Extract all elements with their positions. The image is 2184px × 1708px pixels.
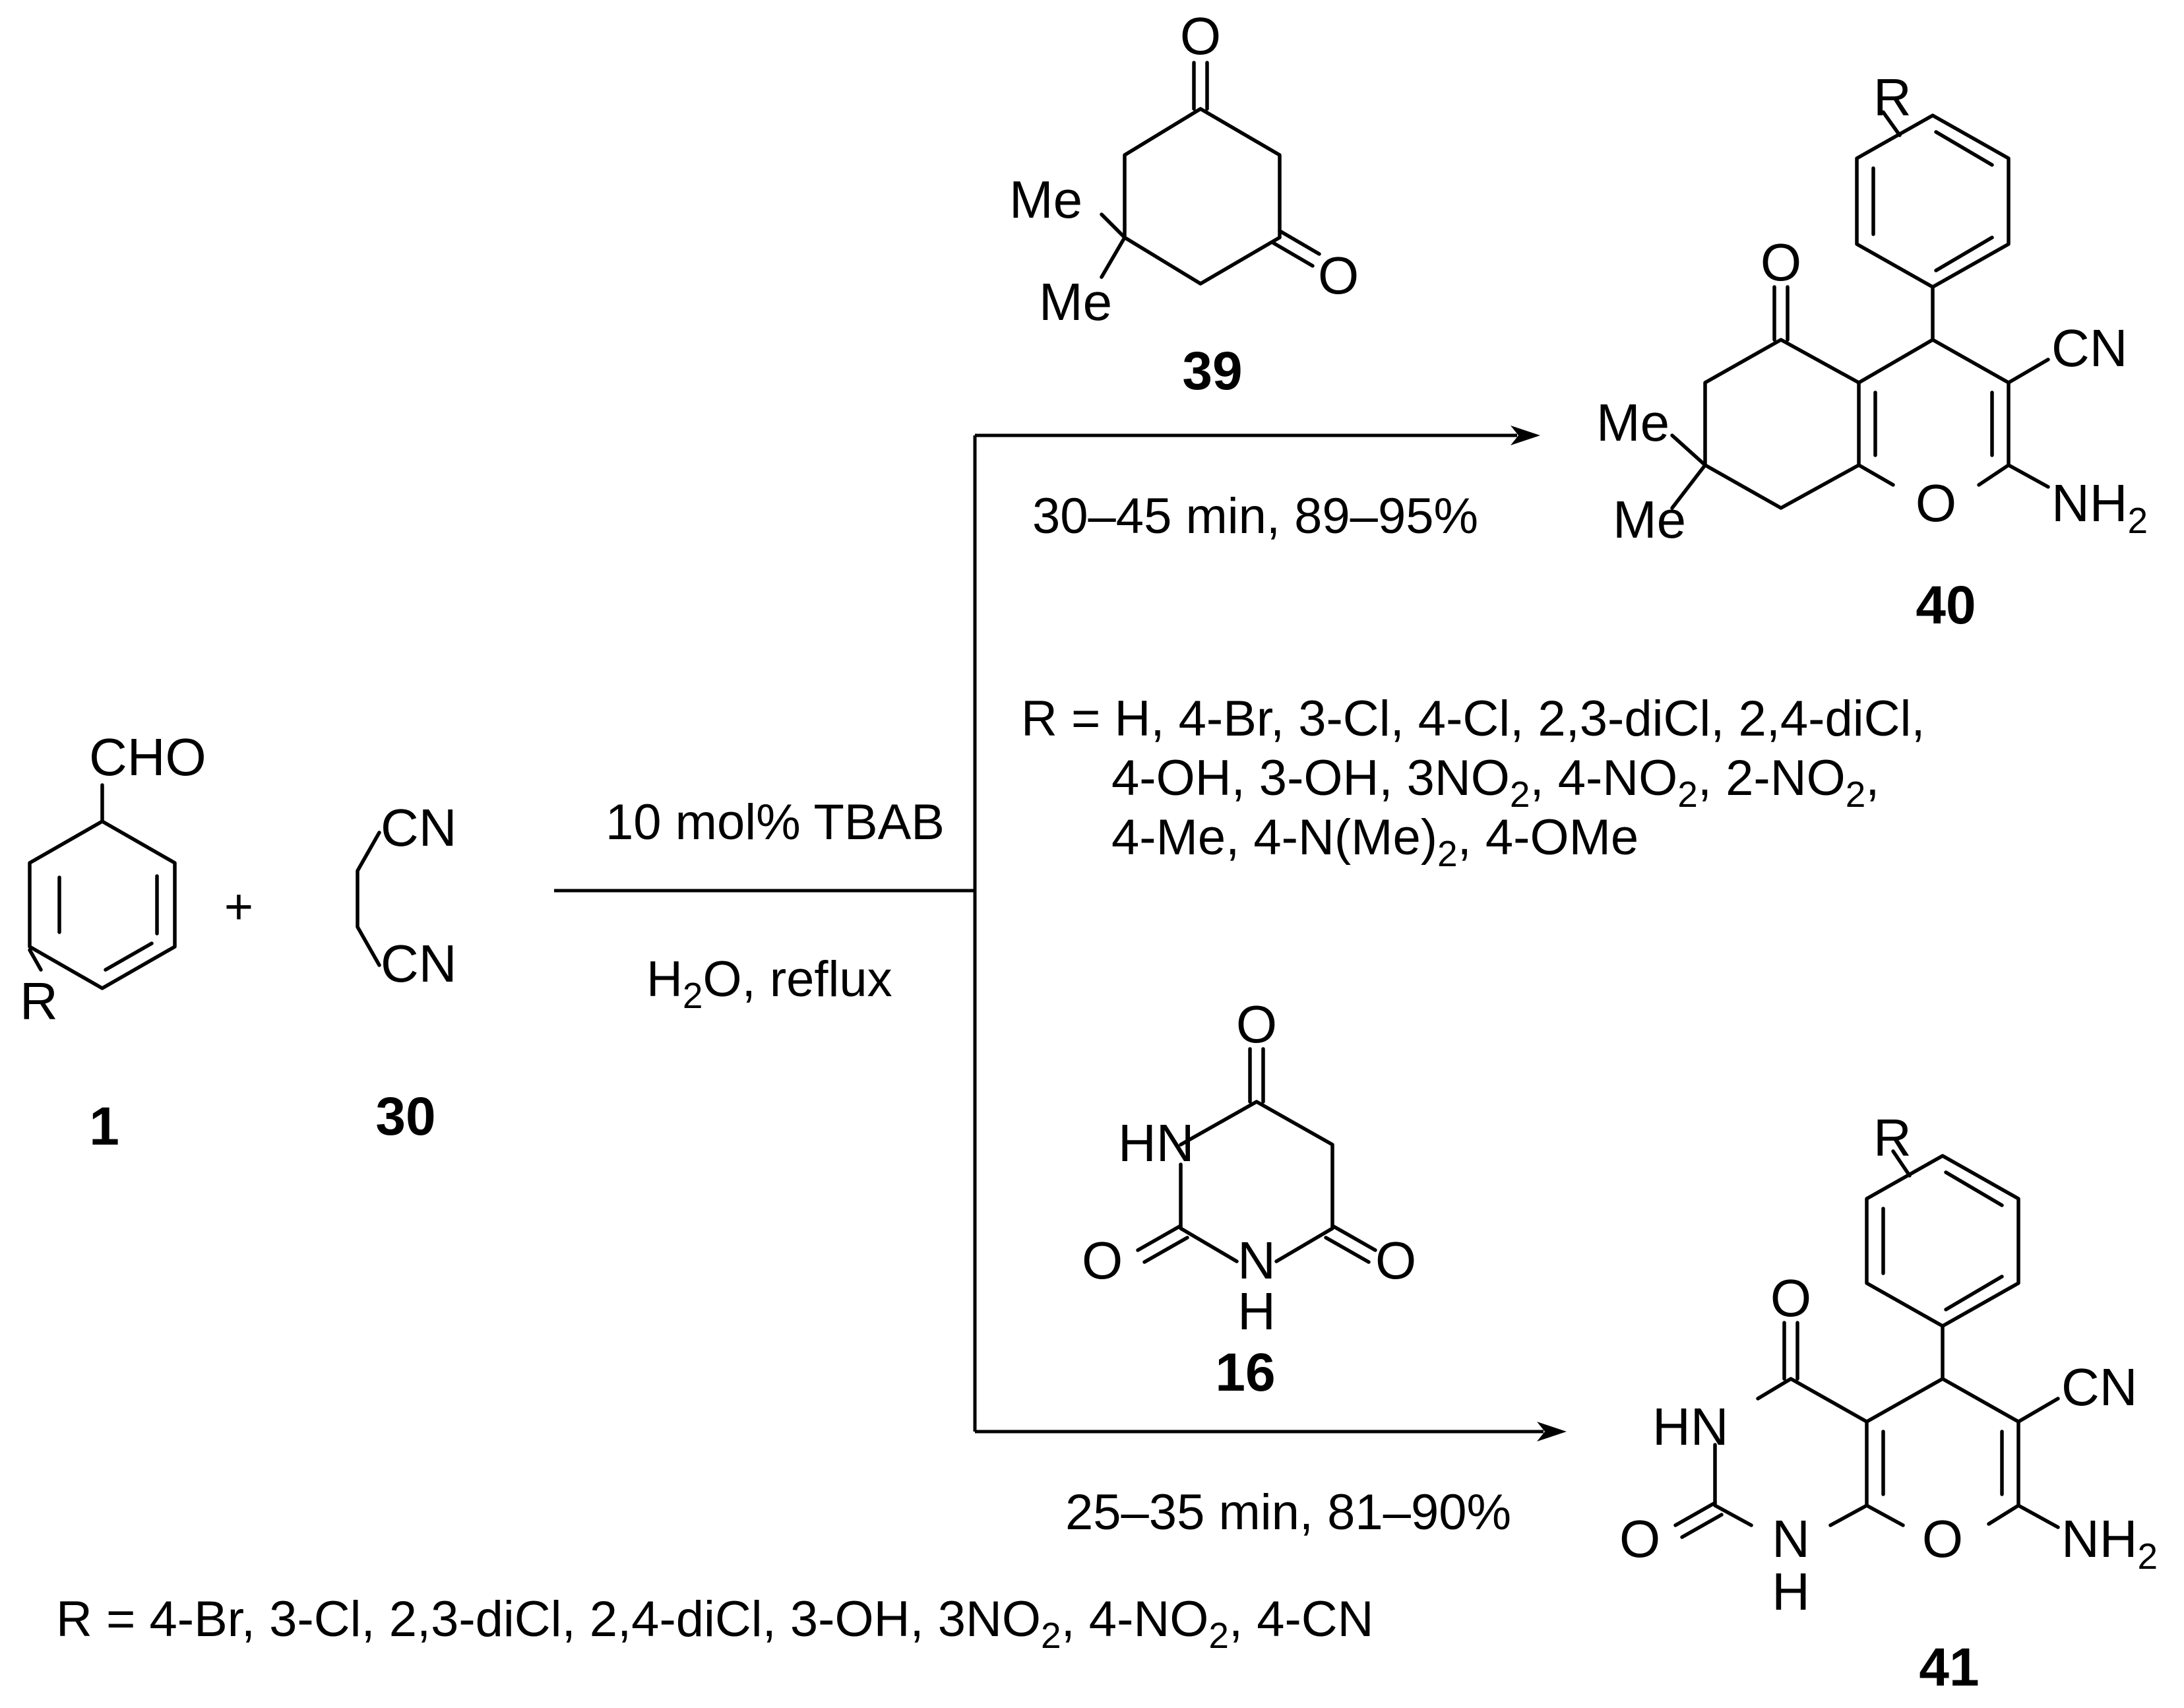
compound-39: O O Me Me 39 bbox=[1009, 7, 1359, 401]
aldehyde-group: CHO bbox=[89, 728, 206, 786]
methyl-bottom-40: Me bbox=[1613, 490, 1686, 549]
compound-30-bonds bbox=[356, 831, 381, 967]
imide-nh-41: HN bbox=[1652, 1397, 1729, 1456]
compound-30: CN CN 30 bbox=[356, 798, 457, 1147]
carbonyl-oxygen-top-41: O bbox=[1770, 1269, 1811, 1327]
nitrile-40: CN bbox=[2051, 319, 2128, 377]
methyl-top: Me bbox=[1009, 170, 1082, 229]
compound-16-bonds bbox=[1136, 1047, 1377, 1264]
compound-label-30: 30 bbox=[375, 1087, 435, 1147]
ring-nitrogen-16: N bbox=[1237, 1231, 1276, 1290]
carbonyl-oxygen-right-16: O bbox=[1375, 1231, 1416, 1290]
imide-nh-16: HN bbox=[1118, 1114, 1195, 1172]
nitrile-41: CN bbox=[2061, 1358, 2138, 1416]
catalyst-condition: 10 mol% TBAB bbox=[606, 794, 945, 850]
lower-conditions: 25–35 min, 81–90% bbox=[1065, 1484, 1511, 1540]
substituents-40-line1: R = H, 4-Br, 3-Cl, 4-Cl, 2,3-diCl, 2,4-d… bbox=[1021, 691, 1925, 747]
ring-hydrogen-16: H bbox=[1237, 1282, 1276, 1341]
nitrile-top: CN bbox=[381, 798, 457, 857]
substituent-r: R bbox=[20, 972, 58, 1030]
methyl-top-40: Me bbox=[1596, 393, 1669, 452]
compound-40-bonds bbox=[1670, 110, 2050, 510]
ketone-oxygen-40: O bbox=[1761, 233, 1801, 292]
substituents-40-line3: 4-Me, 4-N(Me)2, 4-OMe bbox=[1111, 809, 1638, 874]
ring-oxygen-40: O bbox=[1916, 474, 1956, 532]
compound-label-1: 1 bbox=[89, 1096, 119, 1156]
amino-group-41: NH2 bbox=[2061, 1509, 2158, 1577]
compound-41: R O CN HN O N H O NH2 41 bbox=[1619, 1108, 2158, 1697]
ketone-oxygen-top: O bbox=[1180, 7, 1221, 65]
compound-label-41: 41 bbox=[1919, 1637, 1979, 1697]
ketone-oxygen-right: O bbox=[1318, 246, 1359, 305]
compound-label-39: 39 bbox=[1182, 341, 1242, 401]
solvent-condition: H2O, reflux bbox=[646, 951, 892, 1016]
reaction-arrows bbox=[554, 426, 1567, 1441]
carbonyl-oxygen-top-16: O bbox=[1236, 995, 1277, 1054]
ring-hydrogen-41: H bbox=[1772, 1562, 1810, 1621]
compound-1-bonds bbox=[28, 783, 177, 990]
carbonyl-oxygen-left-41: O bbox=[1619, 1509, 1660, 1568]
substituents-40-line2: 4-OH, 3-OH, 3NO2, 4-NO2, 2-NO2, bbox=[1111, 750, 1879, 815]
methyl-bottom: Me bbox=[1039, 272, 1112, 331]
substituent-r-40: R bbox=[1873, 68, 1912, 127]
carbonyl-oxygen-left-16: O bbox=[1082, 1231, 1123, 1290]
ring-nitrogen-41: N bbox=[1772, 1509, 1810, 1568]
amino-group-40: NH2 bbox=[2051, 474, 2148, 541]
substituent-r-41: R bbox=[1873, 1108, 1912, 1167]
ring-oxygen-41: O bbox=[1922, 1509, 1963, 1568]
compound-16: O HN O N H O 16 bbox=[1082, 995, 1416, 1403]
compound-label-16: 16 bbox=[1215, 1343, 1275, 1403]
plus-sign: + bbox=[224, 879, 253, 935]
nitrile-bottom: CN bbox=[381, 934, 457, 993]
compound-41-bonds bbox=[1673, 1149, 2060, 1539]
substituents-41-line1: R = 4-Br, 3-Cl, 2,3-diCl, 2,4-diCl, 3-OH… bbox=[56, 1591, 1374, 1656]
compound-40: R O CN Me Me O NH2 40 bbox=[1596, 68, 2148, 635]
compound-1: CHO R 1 bbox=[20, 728, 206, 1156]
compound-label-40: 40 bbox=[1916, 575, 1976, 635]
upper-conditions: 30–45 min, 89–95% bbox=[1032, 488, 1478, 544]
compound-39-bonds bbox=[1100, 61, 1321, 286]
